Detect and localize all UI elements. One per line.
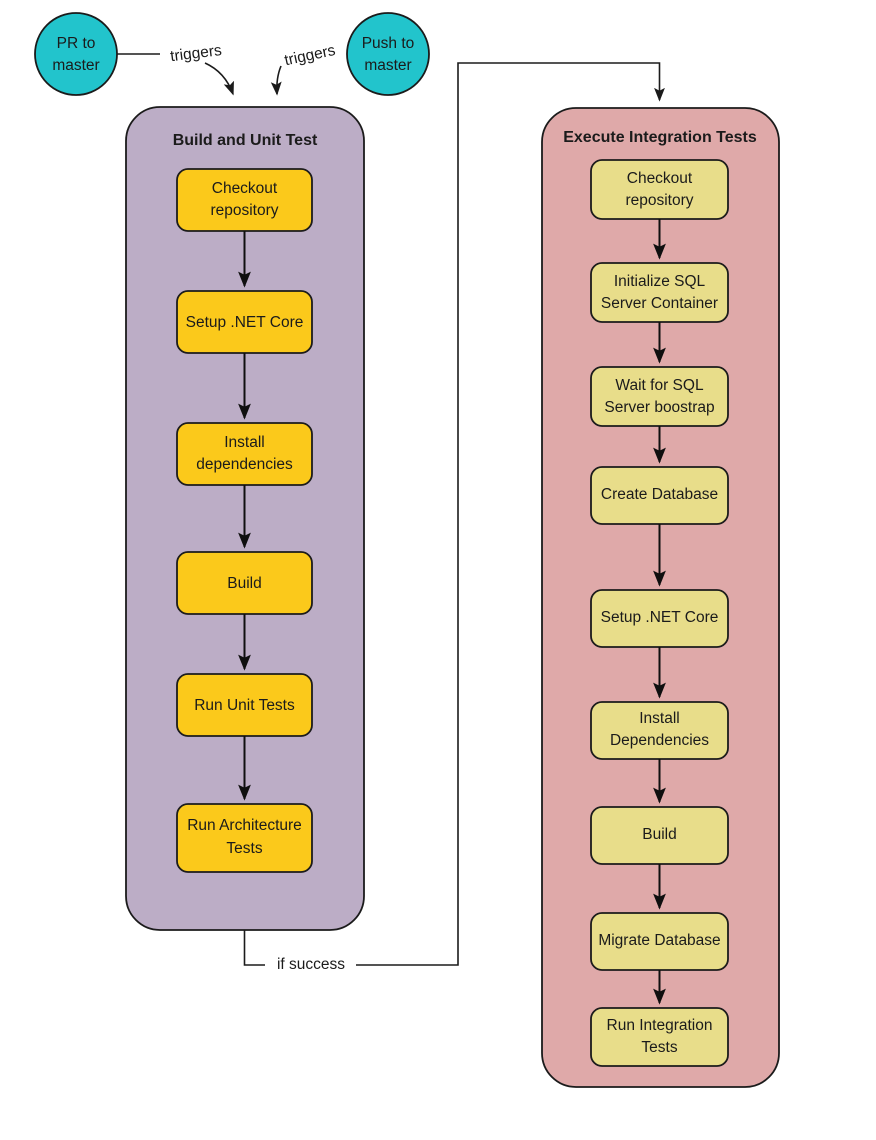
node-setup-dotnet-core[interactable]: Setup .NET Core [176, 290, 313, 354]
trigger-pr-to-master-label-line2: master [52, 57, 99, 74]
node-migrate-database-label-line1: Migrate Database [598, 932, 720, 949]
node-run-integration-tests-label-line1: Run Integration [607, 1017, 713, 1034]
node-run-architecture-tests[interactable]: Run Architecture Tests [176, 803, 313, 873]
edge-pr-to-build-label: triggers [169, 42, 223, 65]
node-install-dependencies-label-line2: dependencies [196, 456, 293, 473]
connector-if-success-left-segment [243, 930, 265, 966]
node-wait-for-sql-server-boostrap-label-line2: Server boostrap [604, 399, 714, 416]
node-initialize-sql-server-container-label-line1: Initialize SQL [614, 273, 706, 290]
node-checkout-repository-int[interactable]: Checkout repository [590, 159, 729, 220]
node-install-dependencies-int-label-line1: Install [639, 710, 680, 727]
node-run-unit-tests[interactable]: Run Unit Tests [176, 673, 313, 737]
node-run-architecture-tests-label-line2: Tests [226, 840, 262, 857]
node-wait-for-sql-server-boostrap-label-line1: Wait for SQL [615, 377, 704, 394]
node-install-dependencies-label-line1: Install [224, 434, 265, 451]
node-build-label-line1: Build [227, 575, 261, 592]
node-initialize-sql-server-container[interactable]: Initialize SQL Server Container [590, 262, 729, 323]
node-install-dependencies-int[interactable]: Install Dependencies [590, 701, 729, 760]
edge-push-to-build-curve [270, 65, 282, 96]
node-initialize-sql-server-container-label-line2: Server Container [601, 295, 718, 312]
trigger-pr-to-master[interactable]: PR to master [34, 12, 118, 96]
node-run-integration-tests-shape[interactable] [590, 1007, 729, 1067]
cluster-build-and-unit-test-title: Build and Unit Test [173, 132, 318, 149]
node-setup-dotnet-core-int[interactable]: Setup .NET Core [590, 589, 729, 648]
node-build[interactable]: Build [176, 551, 313, 615]
node-run-integration-tests[interactable]: Run Integration Tests [590, 1007, 729, 1067]
node-checkout-repository[interactable]: Checkout repository [176, 168, 313, 232]
node-install-dependencies-int-label-line2: Dependencies [610, 732, 709, 749]
node-build-int-label-line1: Build [642, 826, 676, 843]
node-wait-for-sql-server-boostrap-shape[interactable] [590, 366, 729, 427]
node-install-dependencies[interactable]: Install dependencies [176, 422, 313, 486]
trigger-pr-to-master-label-line1: PR to [57, 35, 96, 52]
edge-push-to-build-label: triggers [283, 42, 337, 69]
node-checkout-repository-int-label-line1: Checkout [627, 170, 693, 187]
trigger-push-to-master-label-line2: master [364, 57, 411, 74]
connector-if-success-right-segment [356, 62, 665, 966]
trigger-push-to-master-label-line1: Push to [362, 35, 415, 52]
node-run-unit-tests-label-line1: Run Unit Tests [194, 697, 295, 714]
node-checkout-repository-label-line2: repository [210, 202, 278, 219]
node-checkout-repository-int-label-line2: repository [625, 192, 693, 209]
node-migrate-database[interactable]: Migrate Database [590, 912, 729, 971]
node-build-int[interactable]: Build [590, 806, 729, 865]
node-run-integration-tests-label-line2: Tests [641, 1039, 677, 1056]
node-initialize-sql-server-container-shape[interactable] [590, 262, 729, 323]
trigger-push-to-master[interactable]: Push to master [346, 12, 430, 96]
node-checkout-repository-shape[interactable] [176, 168, 313, 232]
connector-if-success: if success [243, 62, 665, 973]
node-create-database-label-line1: Create Database [601, 486, 718, 503]
node-run-architecture-tests-label-line1: Run Architecture [187, 817, 302, 834]
node-run-architecture-tests-shape[interactable] [176, 803, 313, 873]
node-wait-for-sql-server-boostrap[interactable]: Wait for SQL Server boostrap [590, 366, 729, 427]
trigger-pr-to-master-shape[interactable] [34, 12, 118, 96]
node-checkout-repository-int-shape[interactable] [590, 159, 729, 220]
node-setup-dotnet-core-int-label-line1: Setup .NET Core [601, 609, 719, 626]
edge-pr-to-build-curve [204, 62, 234, 96]
node-install-dependencies-shape[interactable] [176, 422, 313, 486]
node-setup-dotnet-core-label-line1: Setup .NET Core [186, 314, 304, 331]
trigger-push-to-master-shape[interactable] [346, 12, 430, 96]
cluster-execute-integration-tests-title: Execute Integration Tests [563, 129, 757, 146]
node-checkout-repository-label-line1: Checkout [212, 180, 278, 197]
node-create-database[interactable]: Create Database [590, 466, 729, 525]
connector-if-success-label: if success [277, 956, 345, 973]
